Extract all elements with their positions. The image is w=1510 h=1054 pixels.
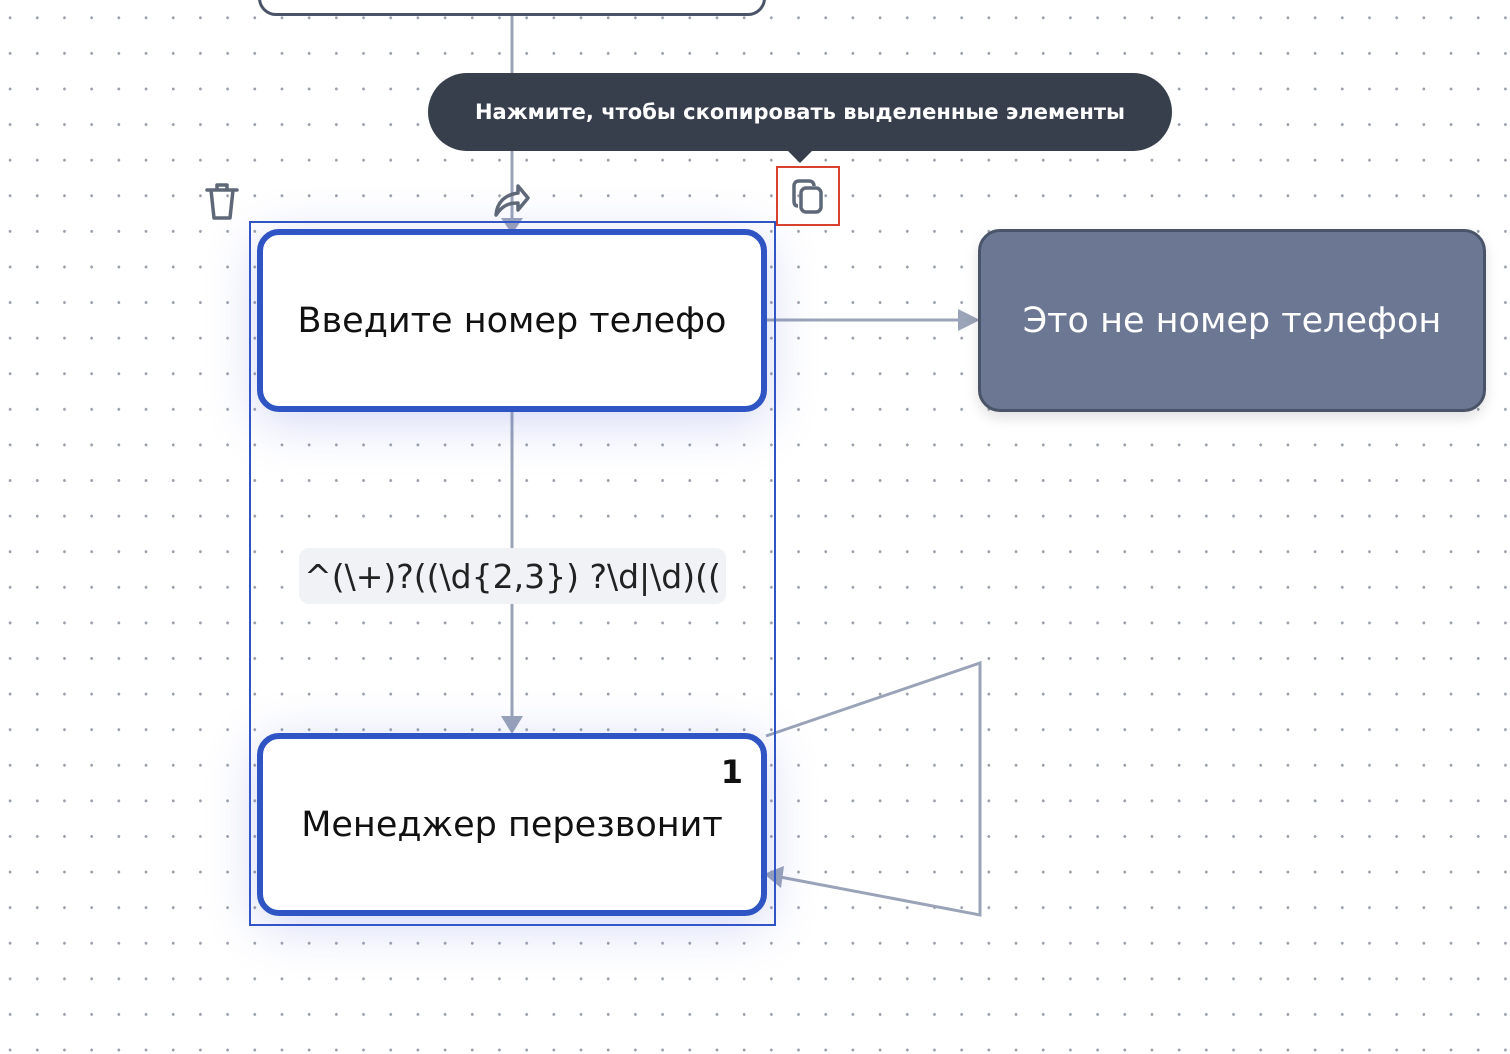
edge-n3-loop	[765, 660, 982, 917]
node-enter-phone[interactable]: Введите номер телефо	[257, 229, 767, 412]
copy-icon	[792, 179, 823, 214]
arrowhead	[501, 716, 523, 734]
trash-icon[interactable]	[204, 181, 240, 225]
node-badge: 1	[720, 753, 743, 791]
node-label: Введите номер телефо	[297, 300, 727, 341]
redirect-icon[interactable]	[492, 182, 532, 222]
edge-label-text: ^(\+)?((\d{2,3}) ?\d|\d)((	[304, 556, 721, 596]
tooltip: Нажмите, чтобы скопировать выделенные эл…	[428, 73, 1172, 163]
node-not-phone[interactable]: Это не номер телефон	[978, 229, 1486, 412]
selection-box[interactable]	[249, 221, 776, 926]
node-previous[interactable]	[258, 0, 766, 16]
arrowhead	[958, 309, 980, 331]
node-label: Менеджер перезвонит	[301, 804, 723, 845]
node-label: Это не номер телефон	[1022, 300, 1442, 341]
copy-button[interactable]	[776, 166, 840, 226]
edge-label-regex[interactable]: ^(\+)?((\d{2,3}) ?\d|\d)((	[299, 548, 726, 604]
tooltip-text: Нажмите, чтобы скопировать выделенные эл…	[474, 100, 1126, 124]
